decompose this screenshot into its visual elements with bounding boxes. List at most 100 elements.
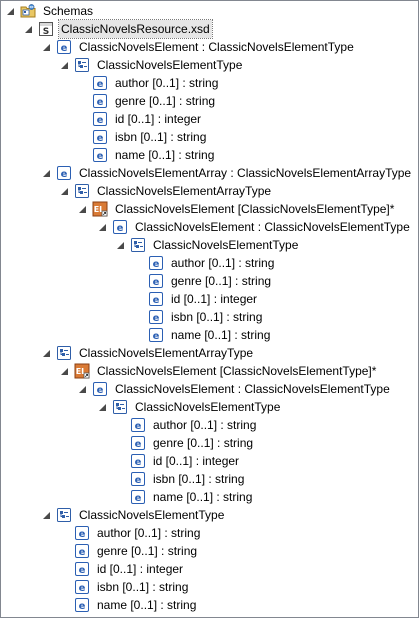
tree-node-label: ClassicNovelsElementType [135,400,281,414]
expand-collapse-toggle-icon[interactable] [60,187,69,196]
tree-node-label: genre [0..1] : string [153,436,254,450]
element-icon: e [74,543,90,559]
svg-text:e: e [135,493,142,504]
element-icon: e [74,597,90,613]
tree-node-label: ClassicNovelsElement : ClassicNovelsElem… [115,382,390,396]
tree-node-label: id [0..1] : integer [97,562,184,576]
expand-collapse-toggle-icon[interactable] [60,367,69,376]
tree-node-classicnovelselementarraytype[interactable]: ClassicNovelsElementArrayType [42,344,255,362]
tree-node-label: ClassicNovelsElementType [79,508,225,522]
expand-collapse-toggle-icon[interactable] [98,403,107,412]
expand-collapse-toggle-icon[interactable] [42,169,51,178]
tree-node-label: ClassicNovelsElementArrayType [97,184,272,198]
expand-collapse-toggle-icon[interactable] [42,349,51,358]
expand-collapse-toggle-icon[interactable] [78,205,87,214]
tree-node-label: isbn [0..1] : string [153,472,245,486]
tree-node-id-0-1-integer[interactable]: e id [0..1] : integer [74,560,185,578]
xsd-file-icon: S [38,21,54,37]
tree-node-classicnovelselement-classicnovelselementtype[interactable]: e ClassicNovelsElement : ClassicNovelsEle… [78,380,392,398]
complex-type-icon [130,237,146,253]
element-icon: e [56,165,72,181]
tree-node-label: ClassicNovelsElementType [97,58,243,72]
tree-node-label: author [0..1] : string [153,418,257,432]
svg-text:e: e [97,115,104,126]
complex-type-icon [74,57,90,73]
element-icon: e [92,75,108,91]
tree-node-id-0-1-integer[interactable]: e id [0..1] : integer [148,290,259,308]
tree-node-classicnovelselementarraytype[interactable]: ClassicNovelsElementArrayType [60,182,273,200]
tree-node-label: author [0..1] : string [97,526,201,540]
svg-text:e: e [153,295,160,306]
svg-text:e: e [97,385,104,396]
expand-collapse-toggle-icon[interactable] [60,61,69,70]
tree-node-label: Schemas [43,4,94,18]
tree-node-author-0-1-string[interactable]: e author [0..1] : string [92,74,220,92]
tree-node-label: id [0..1] : integer [171,292,258,306]
tree-node-label: name [0..1] : string [115,148,215,162]
svg-text:e: e [135,475,142,486]
tree-node-isbn-0-1-string[interactable]: e isbn [0..1] : string [130,470,246,488]
tree-node-label: ClassicNovelsElement : ClassicNovelsElem… [79,40,354,54]
expand-collapse-toggle-icon[interactable] [98,223,107,232]
expand-collapse-toggle-icon[interactable] [6,7,15,16]
tree-node-genre-0-1-string[interactable]: e genre [0..1] : string [148,272,273,290]
element-icon: e [148,255,164,271]
expand-collapse-toggle-icon[interactable] [42,511,51,520]
svg-text:e: e [153,259,160,270]
svg-text:e: e [135,439,142,450]
tree-node-name-0-1-string[interactable]: e name [0..1] : string [92,146,216,164]
svg-text:e: e [61,169,68,180]
tree-node-label: ClassicNovelsElement [ClassicNovelsEleme… [115,202,395,216]
tree-node-classicnovelselementtype[interactable]: ClassicNovelsElementType [116,236,300,254]
tree-node-name-0-1-string[interactable]: e name [0..1] : string [148,326,272,344]
expand-collapse-toggle-icon[interactable] [42,43,51,52]
tree-node-classicnovelselementtype[interactable]: ClassicNovelsElementType [60,56,244,74]
tree-node-label: name [0..1] : string [153,490,253,504]
tree-node-schemas[interactable]: Schemas [6,2,95,20]
tree-node-label: ClassicNovelsElementArrayType [79,346,254,360]
svg-text:e: e [135,421,142,432]
tree-node-classicnovelselementtype[interactable]: ClassicNovelsElementType [98,398,282,416]
tree-node-label: ClassicNovelsResource.xsd [58,19,213,39]
element-icon: e [130,435,146,451]
element-icon: e [130,471,146,487]
svg-text:e: e [97,151,104,162]
complex-type-icon [56,507,72,523]
tree-node-classicnovelselement-classicnovelselementtype[interactable]: e ClassicNovelsElement : ClassicNovelsEle… [42,38,356,56]
expand-collapse-toggle-icon[interactable] [116,241,125,250]
element-icon: e [92,129,108,145]
tree-node-genre-0-1-string[interactable]: e genre [0..1] : string [130,434,255,452]
element-icon: e [74,561,90,577]
tree-node-label: isbn [0..1] : string [171,310,263,324]
svg-text:e: e [117,223,124,234]
expand-collapse-toggle-icon[interactable] [24,25,33,34]
tree-node-classicnovelselementtype[interactable]: ClassicNovelsElementType [42,506,226,524]
tree-node-name-0-1-string[interactable]: e name [0..1] : string [130,488,254,506]
tree-node-label: author [0..1] : string [115,76,219,90]
svg-text:e: e [79,565,86,576]
tree-node-label: name [0..1] : string [171,328,271,342]
element-icon: e [148,273,164,289]
tree-node-label: genre [0..1] : string [171,274,272,288]
svg-text:EL: EL [76,367,87,376]
expand-collapse-toggle-icon[interactable] [78,385,87,394]
element-icon: e [92,111,108,127]
element-icon: e [56,39,72,55]
element-icon: e [148,327,164,343]
tree-node-author-0-1-string[interactable]: e author [0..1] : string [130,416,258,434]
